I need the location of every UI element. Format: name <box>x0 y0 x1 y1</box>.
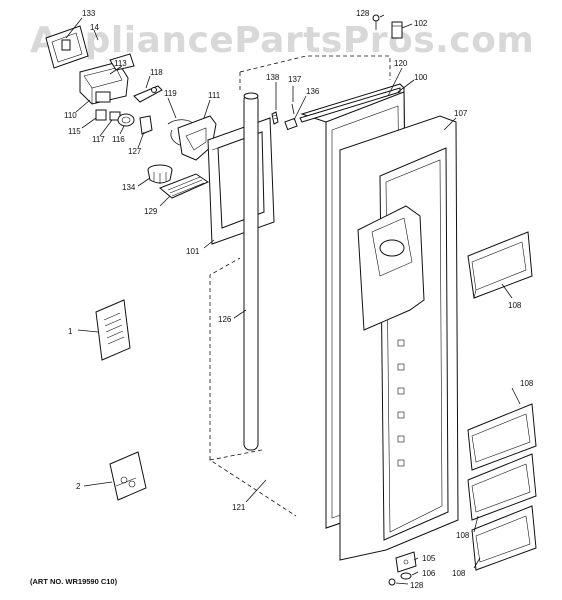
callout-105: 105 <box>422 554 436 563</box>
part-1-booklet <box>95 299 131 361</box>
part-129-drip-tray <box>159 173 210 199</box>
part-116-solenoid <box>117 113 135 127</box>
part-115-actuator <box>95 109 107 121</box>
part-136-plug <box>284 117 298 131</box>
callout-100: 100 <box>414 73 428 82</box>
callout-126: 126 <box>218 315 232 324</box>
part-134-cap <box>147 164 173 184</box>
part-108-bin-3 <box>471 505 537 571</box>
callout-110: 110 <box>64 111 77 120</box>
part-110-dispenser-housing <box>79 53 135 105</box>
callout-108-lower: 108 <box>456 531 470 540</box>
part-128-screw-bottom <box>388 578 396 586</box>
part-126-tube <box>243 92 259 451</box>
callout-115: 115 <box>68 127 81 136</box>
part-107-door-liner <box>339 115 459 561</box>
callout-133: 133 <box>82 9 96 18</box>
callout-113: 113 <box>114 59 127 68</box>
callout-136: 136 <box>306 87 320 96</box>
callout-14: 14 <box>90 23 99 32</box>
part-128-screw-top <box>372 14 380 30</box>
callout-107: 107 <box>454 109 468 118</box>
callout-1: 1 <box>68 327 73 336</box>
part-2-hardware-bag <box>109 451 147 501</box>
callout-134: 134 <box>122 183 136 192</box>
callout-129: 129 <box>144 207 158 216</box>
callout-127: 127 <box>128 147 142 156</box>
callout-128-top: 128 <box>356 9 370 18</box>
leader-lines <box>65 14 521 585</box>
callout-138: 138 <box>266 73 280 82</box>
part-108-bin-upper <box>467 231 533 299</box>
liner-shelf-clips <box>397 339 405 467</box>
callout-106: 106 <box>422 569 436 578</box>
callout-128-bottom: 128 <box>410 581 424 590</box>
callout-108-mid: 108 <box>520 379 534 388</box>
part-127-bracket <box>139 115 153 135</box>
callout-137: 137 <box>288 75 302 84</box>
callout-117: 117 <box>92 135 105 144</box>
callout-108-upper: 108 <box>508 301 522 310</box>
part-108-bin-1 <box>467 403 537 471</box>
part-137-spring <box>291 103 295 115</box>
art-number: (ART NO. WR19590 C10) <box>30 577 118 586</box>
watermark-text: AppliancePartsPros.com <box>30 20 534 61</box>
part-106-washer <box>400 572 412 580</box>
part-101-dispenser-frame <box>207 117 275 245</box>
part-133-board <box>45 25 89 69</box>
callout-120: 120 <box>394 59 408 68</box>
part-118-lever <box>133 85 163 103</box>
callout-121: 121 <box>232 503 246 512</box>
dashed-outline-121 <box>208 55 391 517</box>
callout-102: 102 <box>414 19 428 28</box>
callout-labels: 133 14 113 118 119 110 115 117 116 111 1… <box>64 9 534 590</box>
part-102-hinge-pin <box>391 21 403 39</box>
callout-101: 101 <box>186 247 200 256</box>
callout-2: 2 <box>76 482 81 491</box>
callout-108-bottom: 108 <box>452 569 466 578</box>
callout-116: 116 <box>112 135 125 144</box>
callout-111: 111 <box>208 91 221 100</box>
part-138-screw <box>271 111 279 125</box>
callout-119: 119 <box>164 89 177 98</box>
part-108-bin-2 <box>467 453 537 521</box>
part-105-hinge-bracket <box>395 551 417 573</box>
callout-118: 118 <box>150 68 163 77</box>
